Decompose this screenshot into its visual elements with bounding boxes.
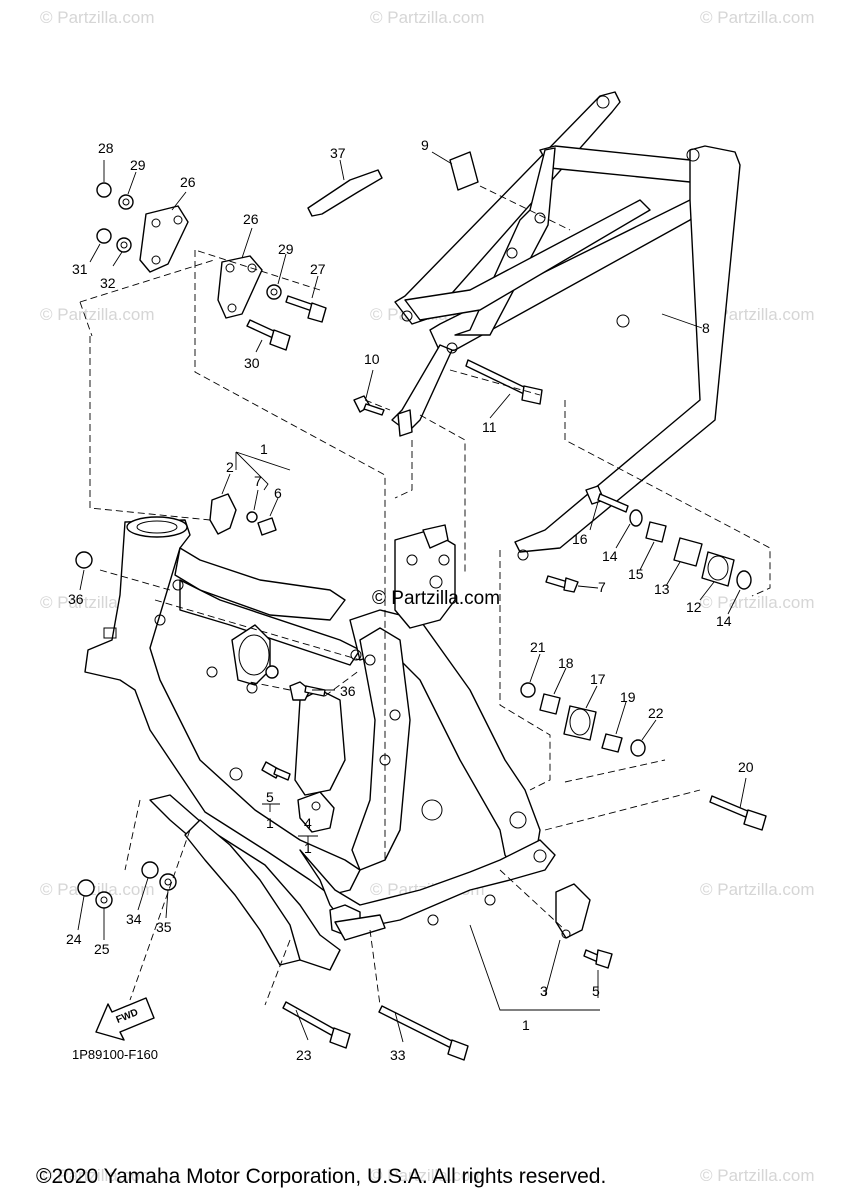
copyright-notice: ©2020 Yamaha Motor Corporation, U.S.A. A… — [36, 1165, 607, 1188]
leader-lines — [77, 151, 747, 1043]
callout-34: 34 — [126, 911, 142, 927]
callout-15: 15 — [628, 566, 644, 582]
reference-lines — [79, 185, 771, 1006]
callout-30: 30 — [244, 355, 260, 371]
callout-6: 6 — [274, 485, 282, 501]
callout-22: 22 — [648, 705, 664, 721]
callout-35: 35 — [156, 919, 172, 935]
callout-14: 14 — [602, 548, 618, 564]
callout-25: 25 — [94, 941, 110, 957]
callout-36: 36 — [340, 683, 356, 699]
main-frame-drawing — [84, 516, 556, 971]
callout-7: 7 — [598, 579, 606, 595]
hardware-drawings — [75, 151, 767, 1061]
callout-7: 7 — [254, 473, 262, 489]
callout-16: 16 — [572, 531, 588, 547]
callout-20: 20 — [738, 759, 754, 775]
rear-subframe-drawing — [391, 91, 741, 561]
callout-32: 32 — [100, 275, 116, 291]
callout-26: 26 — [243, 211, 259, 227]
callout-37: 37 — [330, 145, 346, 161]
callout-9: 9 — [421, 137, 429, 153]
callout-31: 31 — [72, 261, 88, 277]
callout-1: 1 — [260, 441, 268, 457]
callout-24: 24 — [66, 931, 82, 947]
fwd-arrow-icon — [95, 997, 155, 1041]
callout-1: 1 — [304, 840, 312, 856]
callout-4: 4 — [304, 815, 312, 831]
callout-27: 27 — [310, 261, 326, 277]
callout-28: 28 — [98, 140, 114, 156]
callout-29: 29 — [130, 157, 146, 173]
callout-1: 1 — [522, 1017, 530, 1033]
partzilla-watermark: © Partzilla.com — [372, 588, 501, 609]
callout-14: 14 — [716, 613, 732, 629]
callout-5: 5 — [592, 983, 600, 999]
callout-11: 11 — [482, 419, 497, 435]
callout-10: 10 — [364, 351, 380, 367]
callout-17: 17 — [590, 671, 606, 687]
callout-1: 1 — [266, 815, 274, 831]
callout-29: 29 — [278, 241, 294, 257]
callout-19: 19 — [620, 689, 636, 705]
callout-36: 36 — [68, 591, 84, 607]
callout-26: 26 — [180, 174, 196, 190]
callout-18: 18 — [558, 655, 574, 671]
callout-21: 21 — [530, 639, 546, 655]
callout-23: 23 — [296, 1047, 312, 1063]
callout-2: 2 — [226, 459, 234, 475]
callout-33: 33 — [390, 1047, 406, 1063]
callout-8: 8 — [702, 320, 710, 336]
callout-3: 3 — [540, 983, 548, 999]
callout-13: 13 — [654, 581, 670, 597]
callout-5: 5 — [266, 789, 274, 805]
callout-12: 12 — [686, 599, 702, 615]
diagram-code: 1P89100-F160 — [72, 1047, 159, 1062]
